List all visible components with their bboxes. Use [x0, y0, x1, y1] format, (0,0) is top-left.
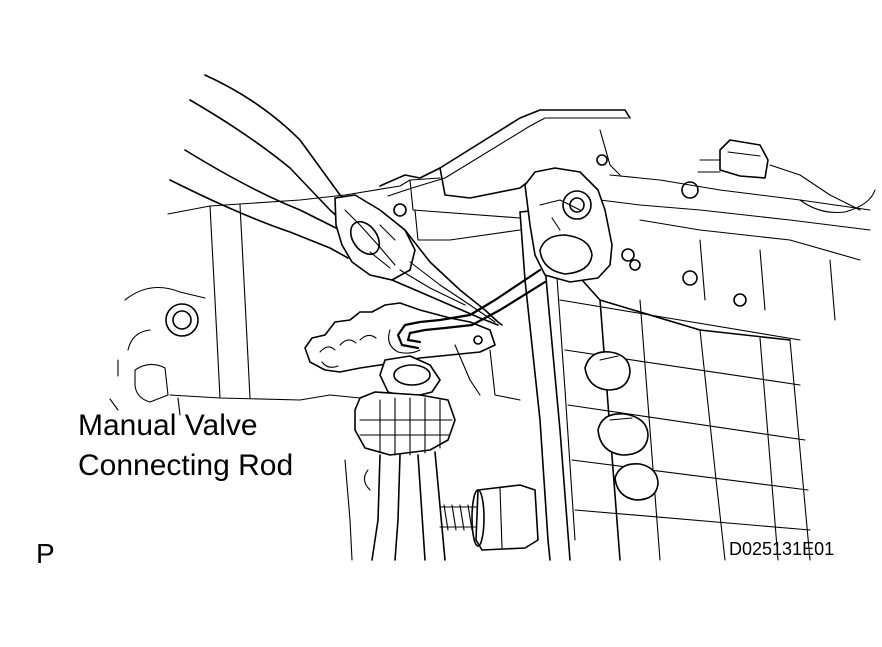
needle-nose-pliers [169, 74, 503, 326]
callout-label-line1: Manual Valve [78, 409, 258, 442]
threaded-bolt [439, 484, 539, 551]
shaft-assembly [344, 355, 456, 561]
callout-label-line2: Connecting Rod [78, 449, 294, 482]
connecting-rod [388, 268, 547, 354]
figure-code: D025131E01 [729, 539, 835, 559]
detent-bracket [524, 167, 613, 283]
upper-frame [379, 109, 631, 241]
connector-top-right [697, 139, 876, 214]
corner-mark: P [36, 538, 55, 569]
body-plugs [584, 351, 659, 501]
misc-lines [177, 344, 521, 416]
